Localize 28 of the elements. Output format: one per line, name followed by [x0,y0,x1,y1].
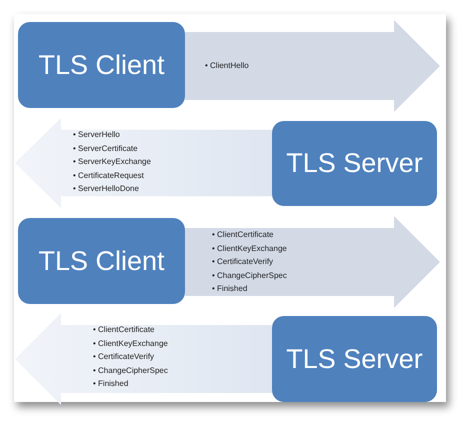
list-item: • ServerCertificate [73,142,139,154]
node-label: TLS Client [38,50,165,80]
process-box [272,121,437,206]
list-item: • Finished [93,378,130,390]
list-item: • ChangeCipherSpec [212,270,287,282]
block-arrow [185,216,440,308]
list-item: • ServerHello [73,129,121,141]
block-arrow [15,118,272,208]
process-box [272,316,437,402]
list-item: • ClientKeyExchange [212,242,287,255]
list-item: • ClientCertificate [93,324,156,336]
list-item: • CertificateVerify [212,256,274,268]
list-item: • ClientCertificate [212,229,274,241]
block-arrow [185,20,440,112]
node-label: TLS Server [286,148,423,179]
node-label: TLS Client [38,246,165,276]
list-item: • ClientHello [205,60,249,72]
process-box [18,22,185,108]
list-item: • ClientKeyExchange [93,338,168,350]
list-item: • Finished [212,283,248,295]
block-arrow [15,313,272,405]
list-item: • CertificateVerify [93,351,156,363]
process-box [18,218,185,304]
list-item: • CertificateRequest [73,170,145,182]
node-label: TLS Server [286,344,423,374]
list-item: • ServerKeyExchange [73,156,151,168]
list-item: • ServerHelloDone [73,183,140,195]
list-item: • ChangeCipherSpec [93,364,168,377]
